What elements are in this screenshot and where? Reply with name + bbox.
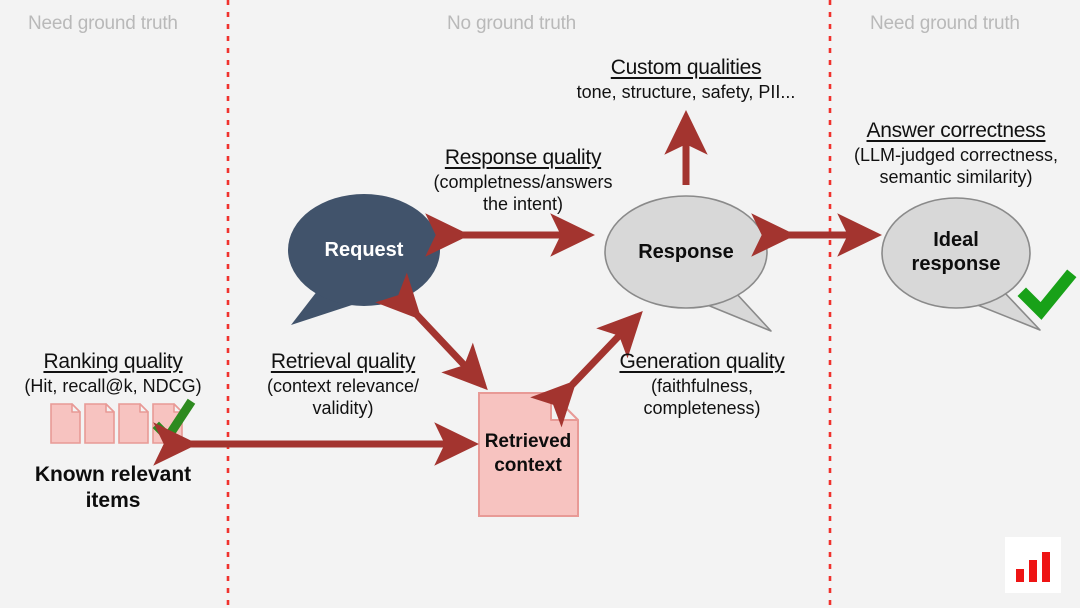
- metric-generation-quality: Generation quality (faithfulness, comple…: [612, 350, 792, 419]
- metric-retrieval-quality-heading: Retrieval quality: [270, 350, 416, 373]
- bar-chart-logo-bar-3: [1042, 551, 1050, 582]
- doc-1: [50, 403, 81, 444]
- zone-label-middle: No ground truth: [447, 13, 577, 34]
- bar-chart-logo-bar-2: [1029, 559, 1037, 582]
- metric-generation-quality-heading: Generation quality: [619, 350, 785, 373]
- doc-2: [84, 403, 115, 444]
- metric-answer-correctness-heading: Answer correctness: [866, 119, 1046, 142]
- metric-response-quality-detail-1: (completness/answers: [433, 172, 613, 192]
- metric-custom-qualities: Custom qualities tone, structure, safety…: [566, 56, 806, 103]
- arrow-request-retrieved: [375, 272, 488, 391]
- zone-label-left: Need ground truth: [28, 13, 178, 34]
- ideal-response-bubble: [881, 197, 1041, 331]
- retrieved-context-doc: [478, 392, 579, 517]
- ideal-response-check-icon: [1017, 269, 1077, 320]
- known-relevant-items-line2: items: [85, 489, 141, 512]
- metric-ranking-quality-detail: (Hit, recall@k, NDCG): [24, 376, 202, 396]
- known-relevant-docs: [50, 398, 196, 445]
- metric-answer-correctness: Answer correctness (LLM-judged correctne…: [836, 119, 1076, 188]
- metric-response-quality-heading: Response quality: [444, 146, 602, 169]
- metric-ranking-quality: Ranking quality (Hit, recall@k, NDCG): [12, 350, 214, 397]
- bar-chart-logo-bars: [1005, 537, 1061, 593]
- metric-response-quality: Response quality (completness/answers th…: [412, 146, 634, 215]
- metric-generation-quality-detail-1: (faithfulness,: [650, 376, 754, 396]
- metric-retrieval-quality-detail-1: (context relevance/: [266, 376, 420, 396]
- metric-custom-qualities-heading: Custom qualities: [610, 56, 762, 79]
- metric-answer-correctness-detail-2: semantic similarity): [879, 167, 1033, 187]
- metric-custom-qualities-detail: tone, structure, safety, PII...: [576, 82, 796, 102]
- bar-chart-logo-bar-1: [1016, 569, 1024, 582]
- zone-label-right: Need ground truth: [870, 13, 1020, 34]
- doc-3: [118, 403, 149, 444]
- known-relevant-items-line1: Known relevant: [34, 463, 192, 486]
- metric-generation-quality-detail-2: completeness): [643, 398, 761, 418]
- arrow-retrieved-response: [530, 310, 643, 428]
- metric-answer-correctness-detail-1: (LLM-judged correctness,: [853, 145, 1059, 165]
- known-relevant-items-label: Known relevant items: [15, 462, 211, 514]
- metric-ranking-quality-heading: Ranking quality: [43, 350, 183, 373]
- metric-retrieval-quality-detail-2: validity): [312, 398, 374, 418]
- metric-retrieval-quality: Retrieval quality (context relevance/ va…: [252, 350, 434, 419]
- bar-chart-logo: [1005, 537, 1061, 593]
- response-bubble: [604, 195, 772, 332]
- metric-response-quality-detail-2: the intent): [482, 194, 564, 214]
